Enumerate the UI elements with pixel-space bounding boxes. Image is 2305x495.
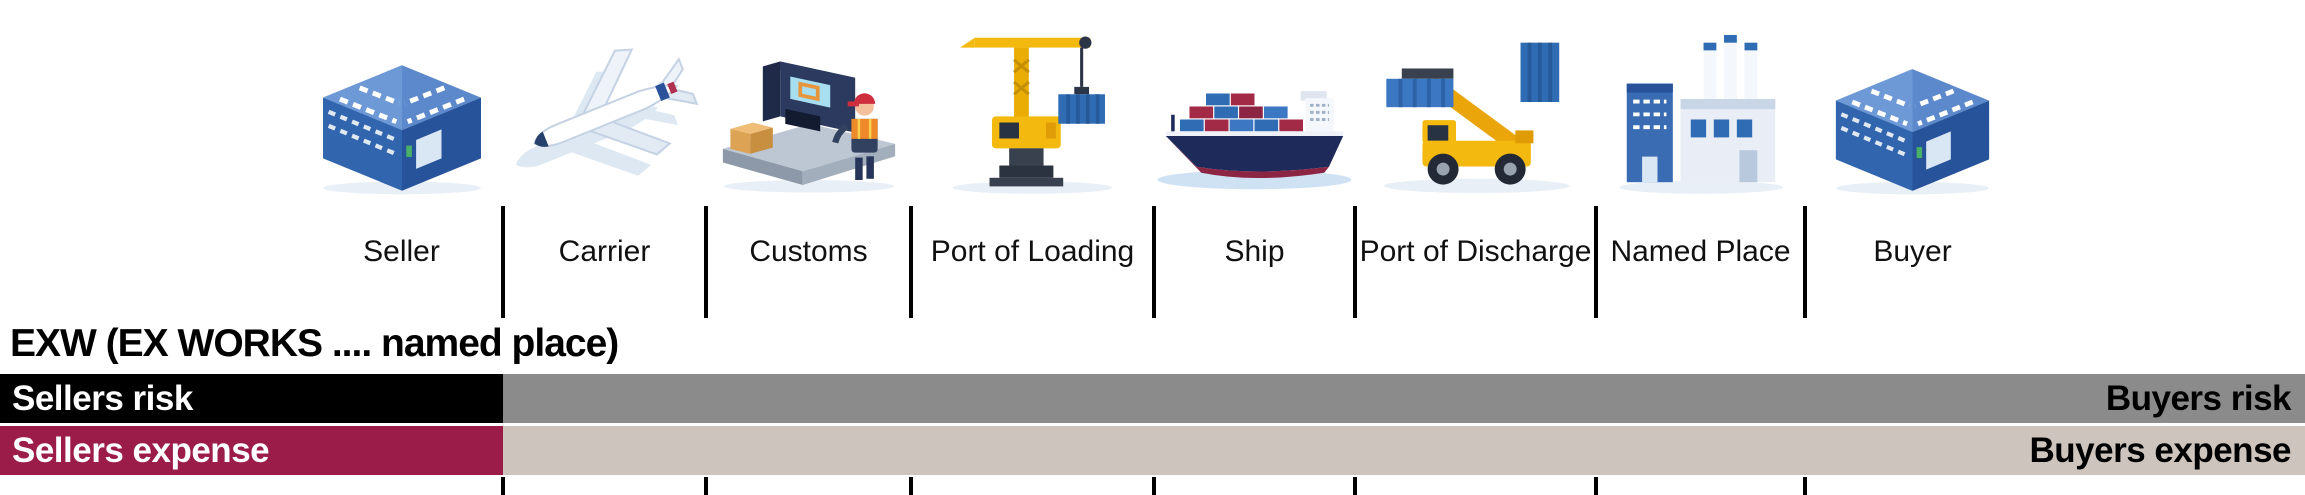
bottom-tick	[1803, 477, 1807, 495]
customs-scanner-icon	[706, 10, 911, 195]
warehouse-icon	[300, 10, 503, 195]
buyers-expense-label: Buyers expense	[2029, 430, 2292, 470]
bottom-tick	[1594, 477, 1598, 495]
sellers-risk-segment: Sellers risk	[0, 374, 503, 423]
sellers-expense-segment: Sellers expense	[0, 426, 503, 475]
stage-buyer: Buyer	[1805, 10, 2020, 269]
stage-named-place: Named Place	[1596, 10, 1805, 269]
bottom-tick	[704, 477, 708, 495]
stage-customs: Customs	[706, 10, 911, 269]
stage-divider	[909, 206, 913, 318]
reach-stacker-icon	[1355, 10, 1596, 195]
stage-label-port-of-discharge: Port of Discharge	[1359, 235, 1592, 268]
expense-bar: Sellers expense Buyers expense	[0, 426, 2305, 475]
risk-bar: Sellers risk Buyers risk	[0, 374, 2305, 423]
bottom-tick	[1152, 477, 1156, 495]
bottom-tick	[1353, 477, 1357, 495]
harbor-crane-icon	[911, 10, 1154, 195]
stage-ship: Ship	[1154, 10, 1355, 269]
buyers-risk-segment: Buyers risk	[503, 374, 2305, 423]
airplane-icon	[503, 10, 706, 195]
stage-label-carrier: Carrier	[558, 235, 651, 268]
stage-carrier: Carrier	[503, 10, 706, 269]
container-ship-icon	[1154, 10, 1355, 195]
factory-icon	[1596, 10, 1805, 195]
stage-label-buyer: Buyer	[1873, 235, 1952, 268]
buyers-risk-label: Buyers risk	[2105, 378, 2292, 418]
stage-divider	[1803, 206, 1807, 318]
sellers-risk-label: Sellers risk	[12, 378, 193, 418]
warehouse-icon	[1805, 10, 2020, 195]
stage-seller: Seller	[300, 10, 503, 269]
stage-divider	[1353, 206, 1357, 318]
stage-label-named-place: Named Place	[1610, 235, 1791, 268]
stage-divider	[501, 206, 505, 318]
stage-divider	[1152, 206, 1156, 318]
bottom-tick	[501, 477, 505, 495]
stage-label-seller: Seller	[363, 235, 440, 268]
sellers-expense-label: Sellers expense	[12, 430, 270, 470]
incoterm-title: EXW (EX WORKS .... named place)	[10, 322, 619, 365]
stage-label-port-of-loading: Port of Loading	[930, 235, 1135, 268]
stage-divider	[704, 206, 708, 318]
stage-label-customs: Customs	[749, 235, 868, 268]
stage-port-of-loading: Port of Loading	[911, 10, 1154, 269]
stage-divider	[1594, 206, 1598, 318]
stage-port-of-discharge: Port of Discharge	[1355, 10, 1596, 269]
stage-label-ship: Ship	[1224, 235, 1285, 268]
buyers-expense-segment: Buyers expense	[503, 426, 2305, 475]
bottom-tick	[909, 477, 913, 495]
